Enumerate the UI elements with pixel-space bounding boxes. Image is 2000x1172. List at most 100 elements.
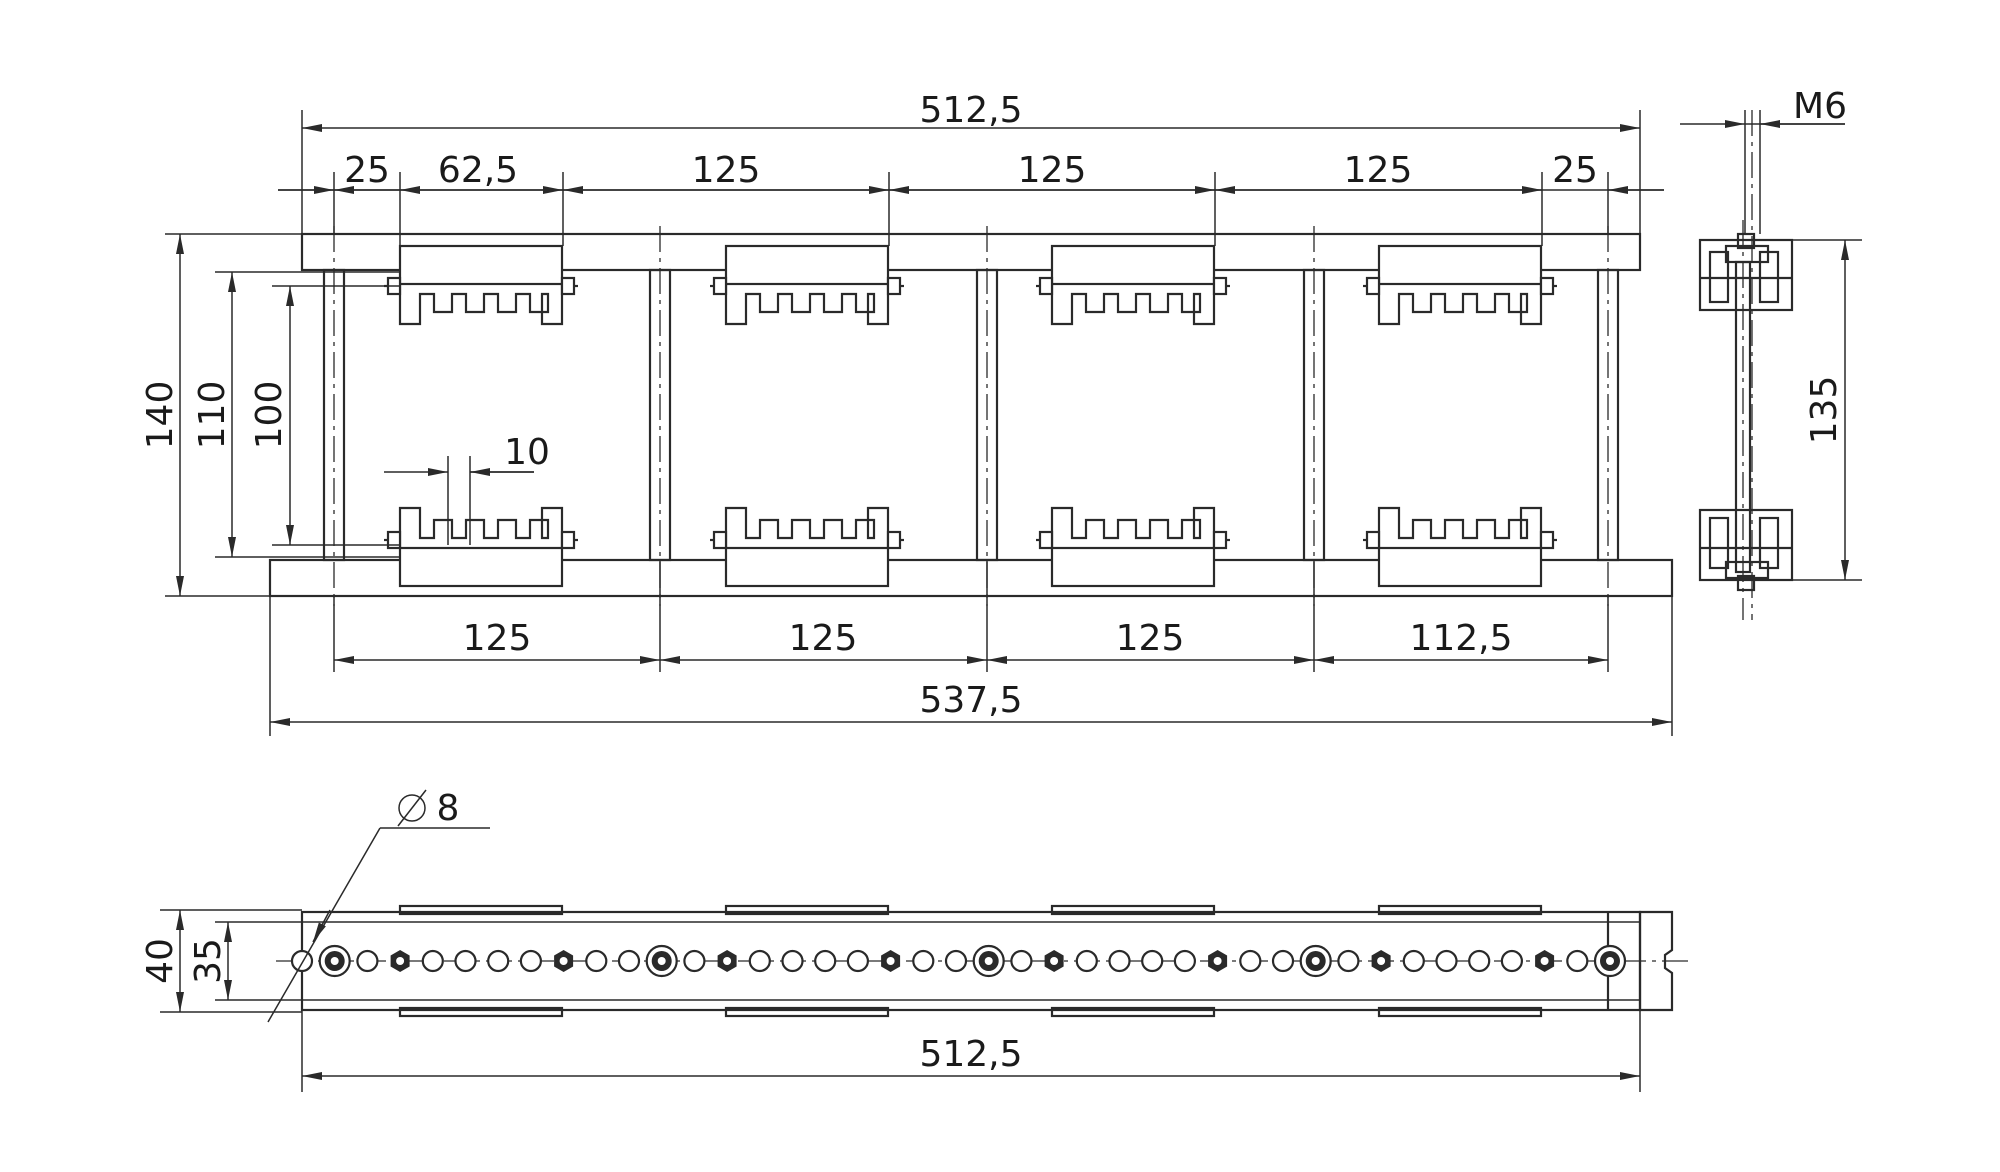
plan-nut-center [1213, 957, 1222, 965]
dim-plan-height-40: 40 [140, 938, 181, 984]
front-dimensions [165, 110, 1673, 736]
clamp-teeth [1377, 284, 1543, 326]
plan-nut-center [1050, 957, 1059, 965]
front-view [268, 226, 1674, 606]
dim-seg-6: 25 [1552, 150, 1598, 191]
dim-slot-10: 10 [504, 432, 550, 473]
plan-hole [748, 949, 771, 973]
clamp-screw-right [1539, 530, 1555, 550]
clamp-b4 [1363, 506, 1557, 588]
dim-height-100: 100 [249, 381, 290, 450]
dim-seg-5: 125 [1344, 150, 1413, 191]
plan-nut-center [723, 957, 732, 965]
clamp-screw-left [712, 530, 728, 550]
clamp-screw-right [560, 276, 576, 296]
plan-tab-bottom-1 [398, 1006, 564, 1018]
side-view [1680, 110, 1862, 620]
plan-hole [487, 949, 510, 973]
plan-nut-center [559, 957, 568, 965]
clamp-b3 [1036, 506, 1230, 588]
plan-hole [1402, 949, 1425, 973]
clamp-t2 [710, 244, 904, 326]
dim-bottom-3: 125 [1116, 618, 1185, 659]
clamp-t3 [1036, 244, 1230, 326]
plan-hole [1173, 949, 1197, 973]
dim-hole-diameter: 8 [437, 788, 460, 829]
plan-clamp-tabs [398, 904, 1543, 1018]
clamp-screw-right [1212, 276, 1228, 296]
plan-bolt-center [657, 957, 666, 965]
plan-bolt-center [1311, 957, 1320, 965]
dim-seg-3: 125 [692, 150, 761, 191]
clamp-screw-right [1212, 530, 1228, 550]
clamp-body [398, 244, 564, 286]
plan-nut-center [1540, 957, 1549, 965]
side-bottom-bracket [1698, 508, 1794, 592]
plan-hole [1108, 949, 1131, 973]
plan-bolt-center [330, 957, 339, 965]
clamp-teeth [1050, 506, 1216, 548]
clamp-body [1050, 244, 1216, 286]
plan-nut-center [396, 957, 405, 965]
plan-bolt-center [1606, 957, 1614, 965]
clamp-screw-left [1365, 276, 1381, 296]
plan-hole [1271, 949, 1295, 973]
dim-height-135: 135 [1804, 376, 1845, 445]
dim-plan-height-35: 35 [188, 938, 229, 984]
dim-overall-bottom: 537,5 [919, 680, 1022, 721]
dim-thread-m6: M6 [1793, 86, 1847, 127]
clamp-body [1377, 244, 1543, 286]
clamp-screw-left [712, 276, 728, 296]
plan-hole [1075, 949, 1098, 973]
clamp-screw-right [560, 530, 576, 550]
clamp-teeth [398, 284, 564, 326]
plan-hole [1337, 949, 1360, 973]
plan-tab-top-1 [398, 904, 564, 916]
plan-hole [814, 949, 837, 973]
clamp-teeth [1050, 284, 1216, 326]
dim-seg-4: 125 [1018, 150, 1087, 191]
plan-hole [1239, 949, 1262, 973]
clamp-screw-left [1038, 530, 1054, 550]
plan-hole [1010, 949, 1033, 973]
plan-tab-bottom-3 [1050, 1006, 1216, 1018]
clamp-body [398, 546, 564, 588]
plan-hole [617, 949, 641, 973]
top-clamps [384, 244, 1557, 326]
clamp-teeth [1377, 506, 1543, 548]
plan-hole [1566, 949, 1589, 973]
plan-hole [519, 949, 543, 973]
clamp-teeth [724, 506, 890, 548]
plan-tab-bottom-4 [1377, 1006, 1543, 1018]
dim-height-140: 140 [140, 381, 181, 450]
clamp-screw-left [1365, 530, 1381, 550]
plan-bolt-center [984, 957, 993, 965]
dim-seg-1: 25 [344, 150, 390, 191]
top-rail [300, 232, 1642, 272]
clamp-t1 [384, 244, 578, 326]
clamp-t4 [1363, 244, 1557, 326]
plan-hole [781, 949, 804, 973]
plan-hole [290, 949, 314, 973]
bottom-rail [268, 558, 1674, 598]
plan-hole [1435, 949, 1458, 973]
clamp-body [1050, 546, 1216, 588]
plan-hole [1500, 949, 1524, 973]
clamp-body [1377, 546, 1543, 588]
clamp-screw-right [886, 530, 902, 550]
dim-height-110: 110 [192, 381, 233, 450]
plan-hole [912, 949, 935, 973]
dim-plan-length: 512,5 [919, 1034, 1022, 1075]
plan-hole [846, 949, 870, 973]
dim-overall-top: 512,5 [919, 90, 1022, 131]
clamp-b1 [384, 506, 578, 588]
dim-bottom-1: 125 [463, 618, 532, 659]
plan-nut-center [886, 957, 895, 965]
plan-hole [1468, 949, 1491, 973]
dim-seg-2: 62,5 [438, 150, 518, 191]
dim-bottom-4: 112,5 [1409, 618, 1512, 659]
clamp-teeth [398, 506, 564, 548]
plan-hole [421, 949, 444, 973]
plan-hole [585, 949, 608, 973]
